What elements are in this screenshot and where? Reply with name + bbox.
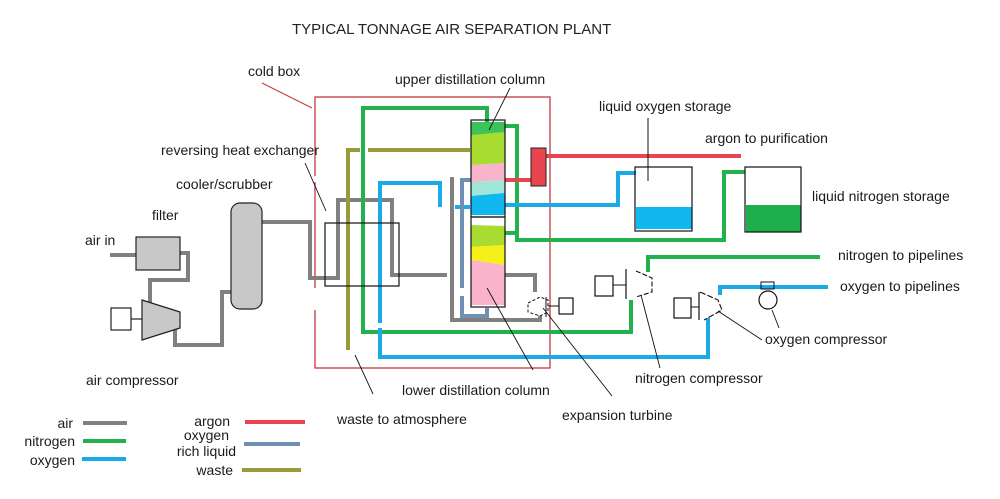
legend-label-oxygen: oxygen bbox=[30, 452, 75, 468]
turbine-pointer bbox=[542, 307, 613, 397]
oxygen-to-pipelines bbox=[718, 285, 828, 295]
diagram-title: TYPICAL TONNAGE AIR SEPARATION PLANT bbox=[292, 21, 611, 38]
waste-vertical bbox=[346, 148, 360, 350]
oxygen-to-storage-pipe bbox=[505, 171, 636, 207]
distillation-column bbox=[470, 119, 506, 308]
liquid-nitrogen-storage-tank bbox=[744, 166, 802, 233]
oxygen-valve-pointer bbox=[771, 309, 780, 329]
label-filter: filter bbox=[152, 207, 179, 223]
label-air-in: air in bbox=[85, 232, 115, 248]
cooler-scrubber-vessel bbox=[230, 202, 263, 310]
cooler-to-hx-pipe bbox=[262, 198, 447, 280]
argon-column bbox=[530, 147, 547, 187]
lower-column-pointer bbox=[486, 287, 534, 371]
orl-pipe-upper bbox=[460, 178, 471, 288]
oxygen-inner-loop bbox=[378, 181, 442, 323]
waste-pointer bbox=[354, 354, 374, 395]
cold-box-gap bbox=[313, 288, 317, 310]
cold-box-gap bbox=[313, 176, 317, 182]
air-pipes bbox=[110, 177, 542, 347]
label-waste-to-atmosphere: waste to atmosphere bbox=[336, 411, 467, 427]
expansion-turbine-motor bbox=[558, 297, 574, 315]
nitrogen-compressor-motor bbox=[594, 275, 614, 297]
nitrogen-pipes bbox=[361, 106, 820, 334]
oxygen-compressor-motor bbox=[673, 297, 692, 319]
label-upper-column: upper distillation column bbox=[395, 71, 545, 87]
oxygen-compressor bbox=[673, 281, 778, 321]
legend-label-orl-line1: oxygen bbox=[184, 427, 229, 443]
label-oxygen-to-pipelines: oxygen to pipelines bbox=[840, 278, 960, 294]
liquid-oxygen-level bbox=[636, 207, 692, 229]
oxygen-pipes bbox=[378, 171, 828, 359]
waste-pipes bbox=[346, 148, 470, 350]
nitrogen-to-storage-pipe bbox=[505, 124, 745, 242]
label-lower-column: lower distillation column bbox=[402, 382, 550, 398]
label-cooler-scrubber: cooler/scrubber bbox=[176, 176, 273, 192]
orl-pipe-lower bbox=[460, 296, 489, 318]
nitrogen-compressor-pointer bbox=[640, 294, 661, 369]
liquid-nitrogen-level bbox=[746, 205, 801, 232]
air-compressor-body bbox=[141, 299, 181, 341]
nitrogen-compressor bbox=[594, 269, 653, 299]
legend-label-waste: waste bbox=[195, 462, 233, 478]
air-compressor-motor bbox=[110, 307, 132, 331]
argon-pipes bbox=[505, 154, 741, 182]
legend-label-orl-line2: rich liquid bbox=[177, 443, 236, 459]
upper-column-pointer bbox=[488, 87, 511, 131]
lower-column-green-zone bbox=[471, 225, 505, 247]
cold-box-pointer bbox=[261, 82, 313, 109]
label-reversing-hx: reversing heat exchanger bbox=[161, 142, 319, 158]
hx-pointer bbox=[304, 162, 327, 212]
upper-column-top-zone bbox=[471, 122, 505, 135]
upper-column-cyan-zone bbox=[471, 180, 505, 196]
expansion-turbine bbox=[527, 296, 574, 317]
legend-label-air: air bbox=[57, 415, 73, 431]
label-nitrogen-compressor: nitrogen compressor bbox=[635, 370, 763, 386]
legend-label-nitrogen: nitrogen bbox=[24, 433, 75, 449]
lower-column-yellow-zone bbox=[471, 245, 505, 265]
label-air-compressor: air compressor bbox=[86, 372, 179, 388]
reversing-heat-exchanger bbox=[324, 222, 400, 287]
legend: air nitrogen oxygen argon oxygen rich li… bbox=[24, 413, 305, 478]
upper-column-green-zone bbox=[471, 125, 505, 165]
column-to-turbine-pipe bbox=[505, 273, 537, 292]
label-cold-box: cold box bbox=[248, 63, 300, 79]
nitrogen-to-compressor-pipe bbox=[363, 300, 633, 334]
label-oxygen-compressor: oxygen compressor bbox=[765, 331, 888, 347]
label-nitrogen-to-pipelines: nitrogen to pipelines bbox=[838, 247, 963, 263]
upper-column-blue-zone bbox=[471, 193, 505, 215]
nitrogen-to-pipelines bbox=[646, 255, 820, 272]
compressor-to-cooler-pipe bbox=[173, 290, 232, 347]
label-expansion-turbine: expansion turbine bbox=[562, 407, 673, 423]
label-liquid-nitrogen-storage: liquid nitrogen storage bbox=[812, 188, 950, 204]
filter-to-compressor-pipe bbox=[148, 251, 190, 305]
pointer-lines bbox=[304, 87, 780, 397]
lower-column-shell bbox=[470, 216, 506, 308]
lower-column-pink-zone bbox=[471, 260, 505, 305]
label-liquid-oxygen-storage: liquid oxygen storage bbox=[599, 98, 732, 114]
oxygen-to-compressor-pipe bbox=[378, 318, 710, 359]
air-compressor bbox=[110, 299, 181, 341]
upper-column-pink-zone bbox=[471, 163, 505, 182]
liquid-oxygen-storage-tank bbox=[634, 166, 693, 232]
oxygen-valve bbox=[758, 290, 778, 310]
legend-label-argon: argon bbox=[194, 413, 230, 429]
filter-unit bbox=[135, 236, 181, 271]
oxygen-rich-liquid-pipes bbox=[460, 178, 489, 318]
label-argon-to-purification: argon to purification bbox=[705, 130, 828, 146]
oxygen-compressor-pointer bbox=[717, 310, 763, 341]
nitrogen-top-loop bbox=[361, 106, 489, 334]
cold-box bbox=[314, 96, 551, 369]
